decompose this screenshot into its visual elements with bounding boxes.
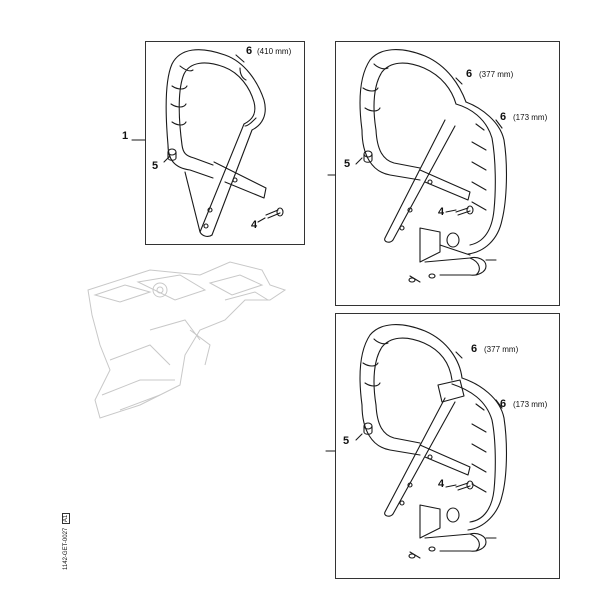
leader-p2-6b (495, 119, 503, 129)
drawing-code-text: 1142-GET-0027 (63, 527, 69, 570)
screw-p2 (455, 205, 474, 216)
handle-bar-p1 (165, 49, 267, 237)
drawing-code: 1142-GET-0027 A1 (62, 511, 70, 570)
length-p1: (410 mm) (257, 47, 292, 56)
sleeve-p3 (363, 422, 373, 435)
leader-p1-6 (235, 54, 245, 63)
foot-plate-p3 (408, 532, 487, 559)
callout-p1-sleeve: 5 (152, 160, 159, 172)
screw-p1 (257, 207, 284, 223)
leader-p3-6a (455, 351, 463, 359)
length-p3-b: (173 mm) (513, 400, 548, 409)
leader-p3-6b (495, 399, 503, 409)
leader-p1-5 (163, 155, 171, 163)
callout-p3-screw: 4 (438, 478, 445, 490)
callout-p3-sleeve: 5 (343, 435, 350, 447)
sleeve-p1 (167, 148, 177, 161)
handle-bar-p3 (359, 324, 508, 539)
callout-p2-screw: 4 (438, 206, 445, 218)
panel-handle-single (145, 41, 305, 245)
length-p2-b: (173 mm) (513, 113, 548, 122)
drawing-rev: A1 (62, 512, 70, 525)
sleeve-p2 (363, 150, 373, 163)
leader-p2-4 (445, 209, 457, 213)
leader-p3-4 (445, 484, 457, 488)
length-p3-a: (377 mm) (484, 345, 519, 354)
callout-p2-handle: 6 (466, 68, 473, 80)
leader-p2-5 (355, 157, 363, 165)
callout-main: 1 (122, 130, 129, 142)
length-p2-a: (377 mm) (479, 70, 514, 79)
panel-handle-two-piece-b (335, 313, 560, 579)
screw-p3 (455, 480, 474, 491)
callout-p1-screw: 4 (251, 219, 258, 231)
panel-handle-two-piece-a (335, 41, 560, 306)
callout-p3-handle-b: 6 (500, 398, 507, 410)
handle-bar-p2 (359, 49, 508, 263)
leader-p2-6a (455, 77, 463, 85)
callout-p3-handle: 6 (471, 343, 478, 355)
leader-p3-5 (355, 433, 363, 441)
foot-plate-p2 (408, 256, 487, 283)
callout-p2-handle-b: 6 (500, 111, 507, 123)
callout-p2-sleeve: 5 (344, 158, 351, 170)
callout-p1-handle: 6 (246, 45, 253, 57)
